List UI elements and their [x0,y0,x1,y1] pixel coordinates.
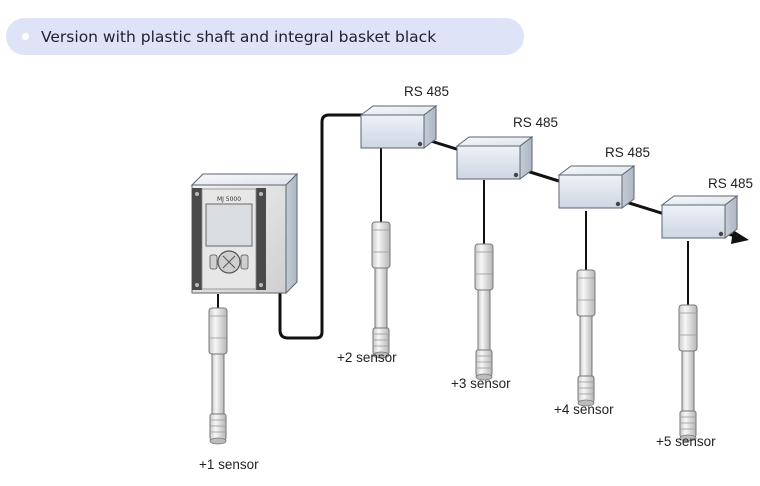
sensor-probe-5 [678,304,698,442]
controller-screen [205,203,253,247]
module-label-4: RS 485 [708,176,753,191]
sensor-label-4: +4 sensor [554,402,614,417]
rs485-module-4 [661,195,738,239]
sensor-label-3: +3 sensor [451,376,511,391]
sensor-probe-3 [474,243,494,381]
controller-unit: MJ 5000 [190,172,299,295]
module-label-2: RS 485 [513,115,558,130]
module-label-1: RS 485 [404,84,449,99]
section-title: Version with plastic shaft and integral … [41,27,437,46]
sensor-label-2: +2 sensor [337,350,397,365]
sensor-probe-4 [576,269,596,407]
module-label-3: RS 485 [605,145,650,160]
sensor-cables [217,148,689,308]
controller-brand-label: MJ 5000 [217,196,241,203]
section-header: Version with plastic shaft and integral … [6,18,524,55]
rs485-module-2 [456,136,533,180]
arrow-head-icon [731,230,749,244]
rs485-module-3 [558,165,635,209]
sensor-label-5: +5 sensor [656,434,716,449]
rs485-module-1 [360,105,437,149]
sensor-probe-2 [371,221,391,359]
sensor-probe-1 [208,307,228,445]
sensor-label-1: +1 sensor [199,457,259,472]
bullet-icon [22,33,29,40]
